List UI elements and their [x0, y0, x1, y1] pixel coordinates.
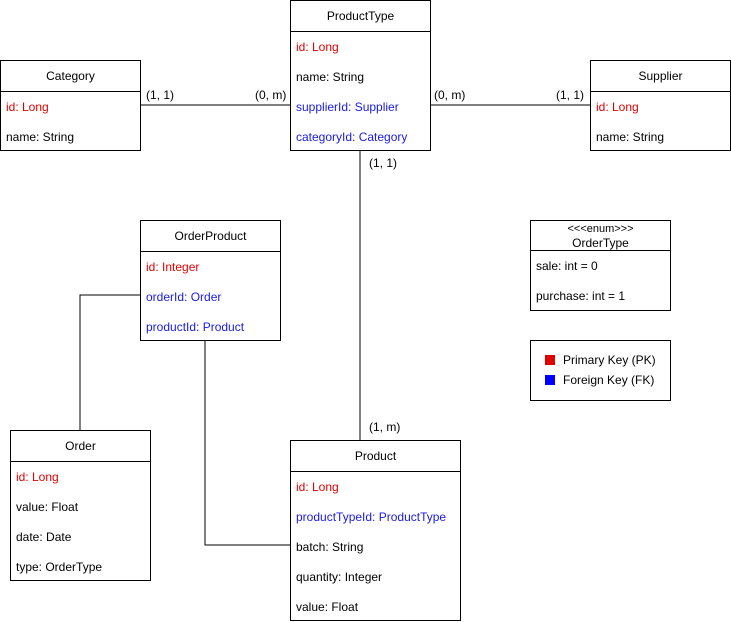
category-field-id: id: Long — [6, 100, 49, 114]
product-field-quantity: quantity: Integer — [296, 570, 383, 584]
producttype-field-supplierid: supplierId: Supplier — [296, 100, 399, 114]
supplier-entity[interactable]: Supplier id: Long name: String — [590, 60, 731, 151]
supplier-field-name: name: String — [596, 130, 665, 144]
cardinality-supplier-side: (1, 1) — [556, 88, 585, 102]
order-field-value: value: Float — [16, 500, 79, 514]
category-field-name: name: String — [6, 130, 75, 144]
cardinality-producttype-category-side: (0, m) — [255, 88, 287, 102]
product-field-value: value: Float — [296, 600, 359, 614]
ordertype-enum[interactable]: <<<enum>>> OrderType sale: int = 0 purch… — [530, 220, 671, 311]
order-field-type: type: OrderType — [16, 560, 103, 574]
supplier-title: Supplier — [591, 61, 730, 92]
producttype-field-name: name: String — [296, 70, 365, 84]
orderproduct-field-orderid: orderId: Order — [146, 290, 222, 304]
cardinality-category-side: (1, 1) — [146, 88, 175, 102]
product-field-id: id: Long — [296, 480, 339, 494]
legend-fk-label: Foreign Key (FK) — [563, 373, 655, 387]
orderproduct-field-id: id: Integer — [146, 260, 200, 274]
product-field-producttypeid: productTypeId: ProductType — [296, 510, 447, 524]
supplier-field-id: id: Long — [596, 100, 639, 114]
legend-pk-label: Primary Key (PK) — [563, 353, 656, 367]
producttype-field-categoryid: categoryId: Category — [296, 130, 408, 144]
orderproduct-order-line — [79, 294, 140, 430]
product-field-batch: batch: String — [296, 540, 364, 554]
producttype-entity[interactable]: ProductType id: Long name: String suppli… — [290, 0, 431, 151]
orderproduct-field-productid: productId: Product — [146, 320, 245, 334]
order-field-date: date: Date — [16, 530, 72, 544]
orderproduct-entity[interactable]: OrderProduct id: Integer orderId: Order … — [140, 220, 281, 341]
cardinality-producttype-product-side: (1, 1) — [369, 156, 398, 170]
legend-fk: Foreign Key (FK) — [545, 373, 654, 387]
order-field-id: id: Long — [16, 470, 59, 484]
ordertype-stereotype: <<<enum>>> — [567, 223, 634, 235]
ordertype-value-purchase: purchase: int = 1 — [536, 289, 626, 303]
category-entity[interactable]: Category id: Long name: String — [0, 60, 141, 151]
pk-swatch-icon — [545, 355, 555, 365]
category-title: Category — [1, 61, 140, 92]
order-entity[interactable]: Order id: Long value: Float date: Date t… — [10, 430, 151, 581]
cardinality-product-side: (1, m) — [369, 420, 401, 434]
product-title: Product — [291, 441, 460, 472]
cardinality-producttype-supplier-side: (0, m) — [434, 88, 466, 102]
producttype-title: ProductType — [291, 1, 430, 32]
ordertype-title: OrderType — [572, 236, 629, 250]
order-title: Order — [11, 431, 150, 462]
product-entity[interactable]: Product id: Long productTypeId: ProductT… — [290, 440, 461, 621]
ordertype-value-sale: sale: int = 0 — [536, 259, 598, 273]
orderproduct-product-line — [204, 340, 290, 546]
ordertype-enum-header: <<<enum>>> OrderType — [531, 221, 670, 251]
legend-box: Primary Key (PK) Foreign Key (FK) — [530, 340, 671, 401]
legend-pk: Primary Key (PK) — [545, 353, 656, 367]
fk-swatch-icon — [545, 375, 555, 385]
producttype-field-id: id: Long — [296, 40, 339, 54]
orderproduct-title: OrderProduct — [141, 221, 280, 252]
